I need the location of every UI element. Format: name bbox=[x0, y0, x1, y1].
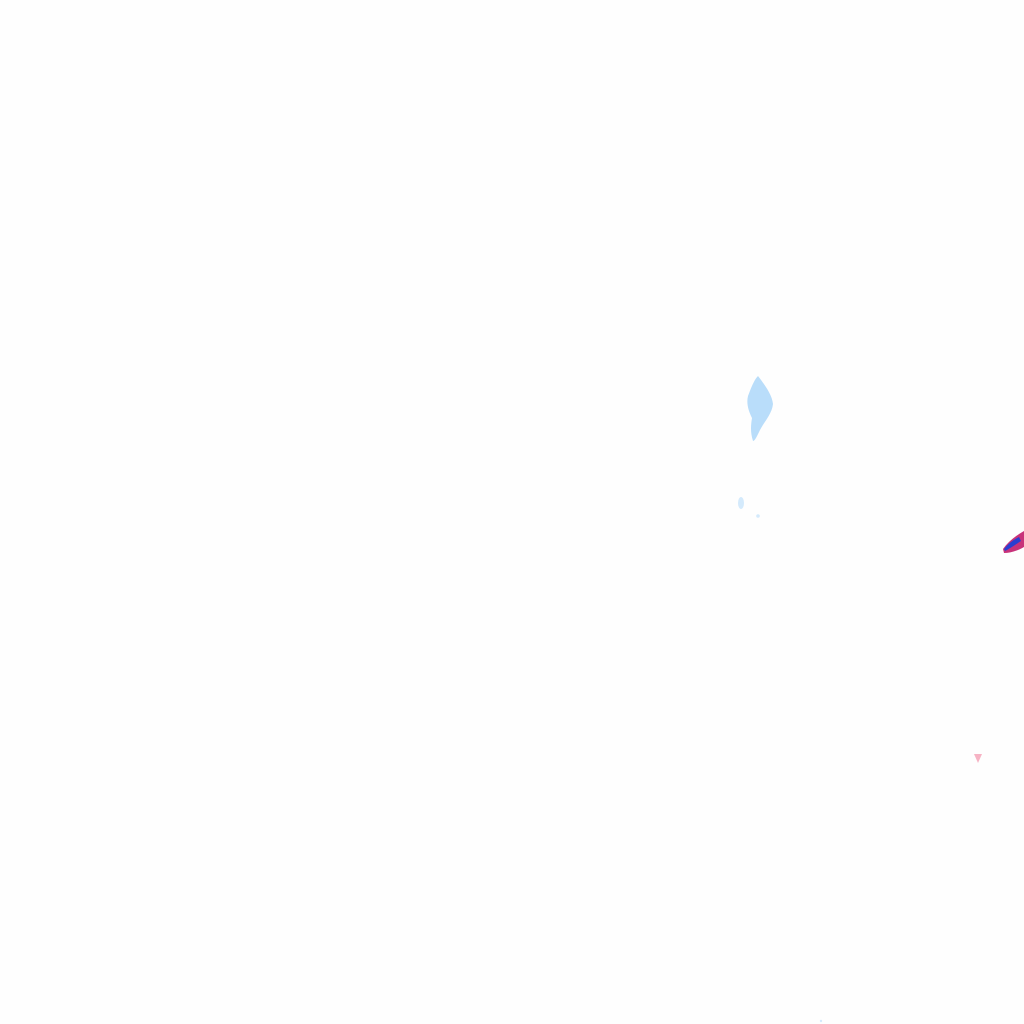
blue-streak bbox=[1004, 537, 1021, 551]
light-blue-fleck bbox=[738, 497, 744, 509]
light-blue-fleck bbox=[756, 514, 760, 518]
pink-drop bbox=[974, 754, 982, 763]
faint-dot bbox=[819, 1019, 823, 1023]
light-blue-blob bbox=[747, 376, 773, 441]
